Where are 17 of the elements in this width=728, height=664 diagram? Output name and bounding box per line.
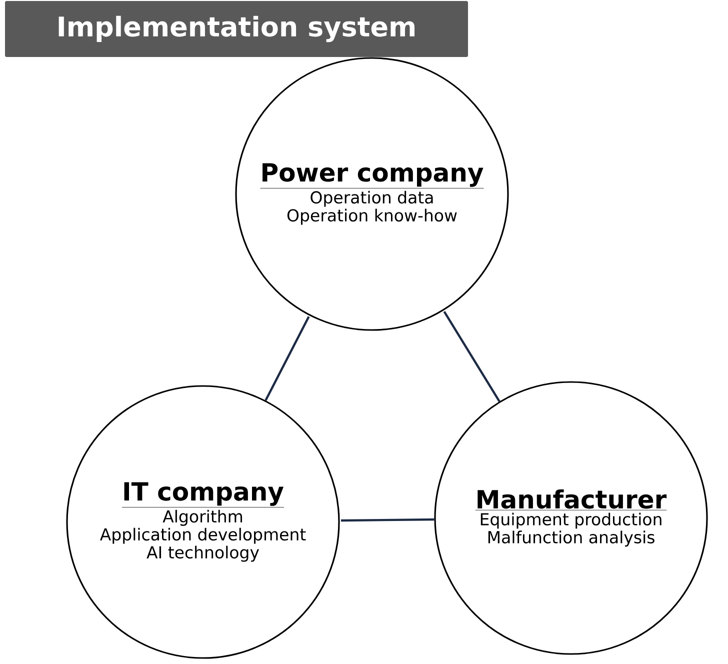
node-text: Application development <box>100 528 306 544</box>
connector-line <box>443 311 500 402</box>
node-text: Algorithm <box>162 510 242 526</box>
node-text: AI technology <box>146 546 260 562</box>
node-heading: Manufacturer <box>475 489 667 510</box>
circle-node <box>434 381 708 655</box>
circle-node <box>66 385 340 659</box>
node-heading: Power company <box>260 163 484 188</box>
node-text: Operation know-how <box>287 208 457 225</box>
node-text: Equipment production <box>480 512 662 529</box>
title-bar: Implementation system <box>5 1 468 57</box>
circle-node <box>235 57 509 331</box>
node-text: Malfunction analysis <box>488 530 654 547</box>
node-heading: IT company <box>122 482 284 508</box>
connector-line <box>340 518 434 522</box>
connector-line <box>264 316 310 401</box>
node-text: Operation data <box>310 190 433 207</box>
